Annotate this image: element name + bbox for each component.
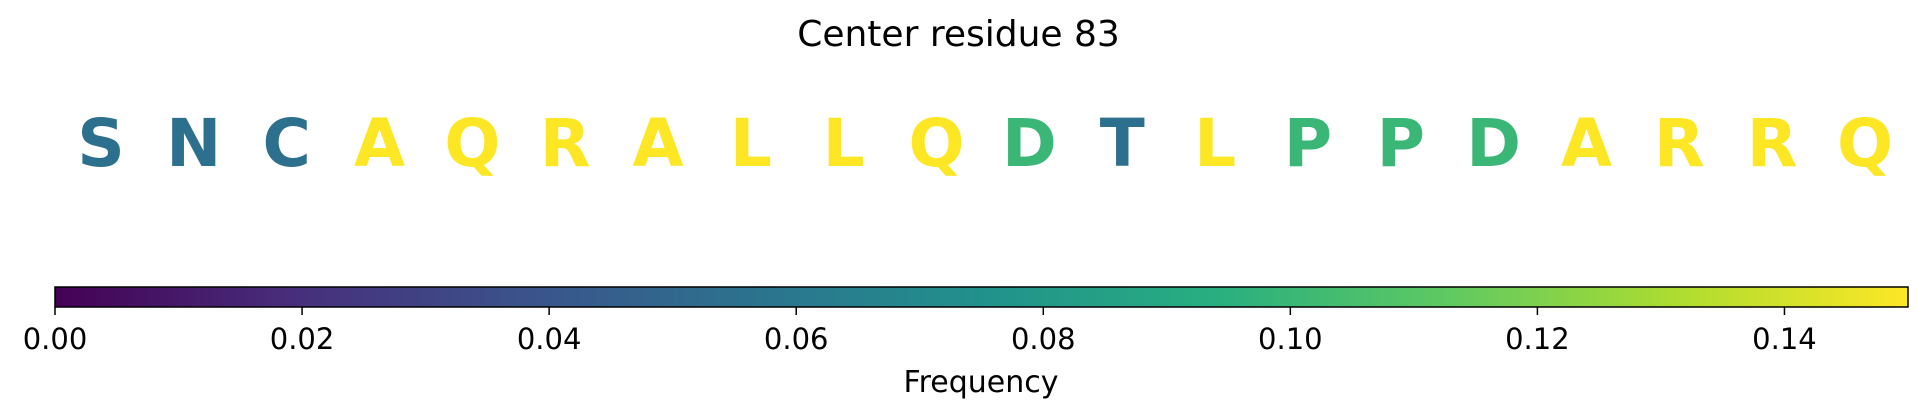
residue-letter: A bbox=[1561, 105, 1612, 182]
residue-letter: Q bbox=[909, 105, 965, 182]
colorbar-tick-label: 0.12 bbox=[1505, 322, 1570, 356]
residue-letter: L bbox=[1194, 105, 1236, 182]
residue-letter: A bbox=[354, 105, 405, 182]
residue-letter: D bbox=[1002, 105, 1057, 182]
residue-letter: N bbox=[166, 105, 221, 182]
residue-letter: C bbox=[262, 105, 310, 182]
colorbar-tick-label: 0.10 bbox=[1258, 322, 1323, 356]
colorbar-tick-label: 0.08 bbox=[1011, 322, 1076, 356]
residue-letter: S bbox=[77, 105, 125, 182]
residue-letter: L bbox=[730, 105, 772, 182]
chart-title: Center residue 83 bbox=[797, 14, 1120, 55]
colorbar-ticks: 0.00 0.02 0.04 0.06 0.08 0.10 0.12 0.14 bbox=[23, 307, 1817, 356]
colorbar bbox=[54, 286, 1909, 308]
residue-letter: R bbox=[540, 105, 591, 182]
colorbar-tick-label: 0.06 bbox=[764, 322, 829, 356]
residue-letter: T bbox=[1100, 105, 1145, 182]
colorbar-tick-label: 0.00 bbox=[23, 322, 88, 356]
colorbar-tick-label: 0.04 bbox=[517, 322, 582, 356]
colorbar-gradient bbox=[54, 286, 1909, 308]
residue-letter: R bbox=[1747, 105, 1798, 182]
residue-letter: L bbox=[823, 105, 865, 182]
residue-letter: D bbox=[1466, 105, 1521, 182]
residue-letter: Q bbox=[1837, 105, 1893, 182]
colorbar-tick-label: 0.02 bbox=[270, 322, 335, 356]
colorbar-tick-label: 0.14 bbox=[1752, 322, 1817, 356]
residue-letter: P bbox=[1284, 105, 1332, 182]
residue-letter: P bbox=[1377, 105, 1425, 182]
residue-letter: A bbox=[633, 105, 684, 182]
residue-letter: Q bbox=[444, 105, 500, 182]
colorbar-label: Frequency bbox=[904, 365, 1059, 400]
residue-letter: R bbox=[1654, 105, 1705, 182]
